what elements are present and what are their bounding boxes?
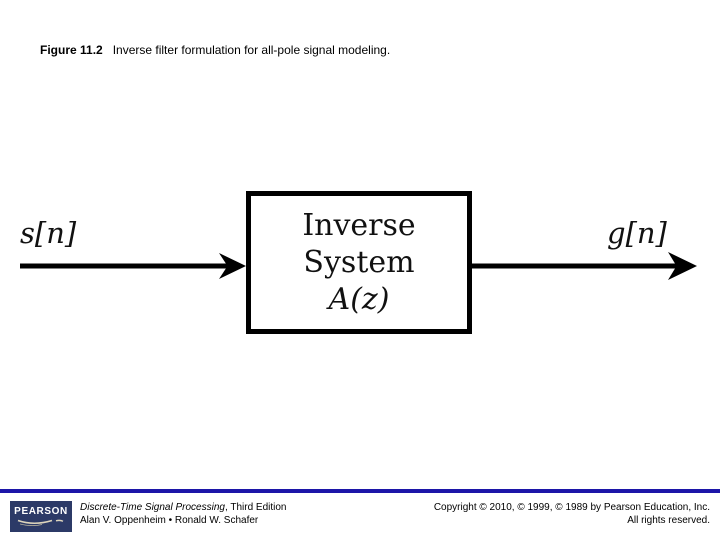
copyright-line-1: Copyright © 2010, © 1999, © 1989 by Pear… (433, 502, 710, 513)
book-title: Discrete-Time Signal Processing (80, 502, 225, 513)
output-arrowhead-icon (668, 252, 697, 280)
inverse-system-block: Inverse System A(z) (246, 191, 472, 334)
book-edition: , Third Edition (224, 502, 287, 513)
figure-caption-text: Inverse filter formulation for all-pole … (112, 43, 391, 57)
pearson-logo-text: PEARSON (14, 506, 68, 517)
book-info: Discrete-Time Signal Processing, Third E… (80, 501, 286, 527)
input-signal-label: s[n] (20, 216, 77, 250)
footer-divider (0, 489, 720, 493)
figure-number: Figure 11.2 (40, 43, 103, 57)
logo-swoosh-icon (17, 519, 64, 526)
figure-caption: Figure 11.2 Inverse filter formulation fo… (40, 43, 390, 57)
pearson-logo: PEARSON (10, 501, 72, 532)
output-signal-label: g[n] (607, 216, 667, 250)
book-authors: Alan V. Oppenheim • Ronald W. Schafer (80, 515, 259, 526)
copyright-notice: Copyright © 2010, © 1999, © 1989 by Pear… (434, 501, 710, 527)
book-title-line: Discrete-Time Signal Processing, Third E… (80, 501, 286, 514)
copyright-line-2: All rights reserved. (627, 515, 710, 526)
block-line-2: System (303, 245, 415, 280)
input-arrowhead-icon (219, 253, 246, 279)
block-line-1: Inverse (302, 208, 416, 243)
block-line-transfer-function: A(z) (328, 282, 390, 317)
